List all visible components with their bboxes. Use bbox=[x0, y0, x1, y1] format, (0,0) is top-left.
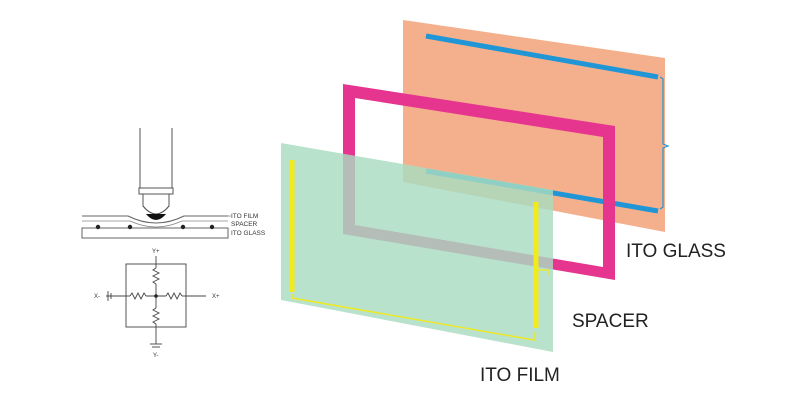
equivalent-circuit bbox=[106, 256, 206, 348]
circuit-node bbox=[154, 294, 158, 298]
stylus-tip-contact bbox=[146, 214, 166, 220]
circuit-x-minus: X- bbox=[94, 294, 100, 300]
ito-film-small-label: ITO FILM bbox=[231, 213, 258, 220]
spacer-dot bbox=[209, 224, 215, 230]
spacer-dot bbox=[127, 224, 133, 230]
spacer-dot bbox=[95, 224, 101, 230]
ito-film-layer bbox=[82, 215, 228, 224]
ito-glass-layer bbox=[81, 227, 229, 239]
ito-film-sheet bbox=[281, 143, 553, 352]
ito-glass-electrode-top bbox=[425, 33, 659, 80]
resistor-top bbox=[151, 267, 161, 285]
resistor-left bbox=[129, 291, 147, 301]
ito-film-lead bbox=[291, 294, 535, 341]
stylus-collar bbox=[138, 187, 174, 195]
circuit-x-plus: X+ bbox=[212, 294, 220, 300]
stylus-tip bbox=[142, 193, 170, 215]
resistor-bottom bbox=[151, 307, 161, 325]
ito-film-label: ITO FILM bbox=[480, 365, 560, 386]
spacer-layer bbox=[82, 220, 228, 228]
circuit-y-minus: Y- bbox=[153, 353, 158, 359]
spacer-label: SPACER bbox=[572, 311, 649, 332]
stylus-cross-section: ITO FILM SPACER ITO GLASS bbox=[81, 128, 266, 239]
ito-film-panel bbox=[281, 143, 553, 352]
resistor-right bbox=[165, 291, 183, 301]
spacer-small-label: SPACER bbox=[231, 221, 258, 228]
stylus-body bbox=[139, 128, 173, 189]
ito-glass-lead bbox=[659, 76, 670, 210]
circuit-y-plus: Y+ bbox=[152, 249, 160, 255]
ito-film-tail bbox=[538, 269, 549, 275]
ito-glass-small-label: ITO GLASS bbox=[231, 230, 266, 237]
ito-glass-label: ITO GLASS bbox=[626, 241, 726, 262]
spacer-dot bbox=[180, 224, 186, 230]
